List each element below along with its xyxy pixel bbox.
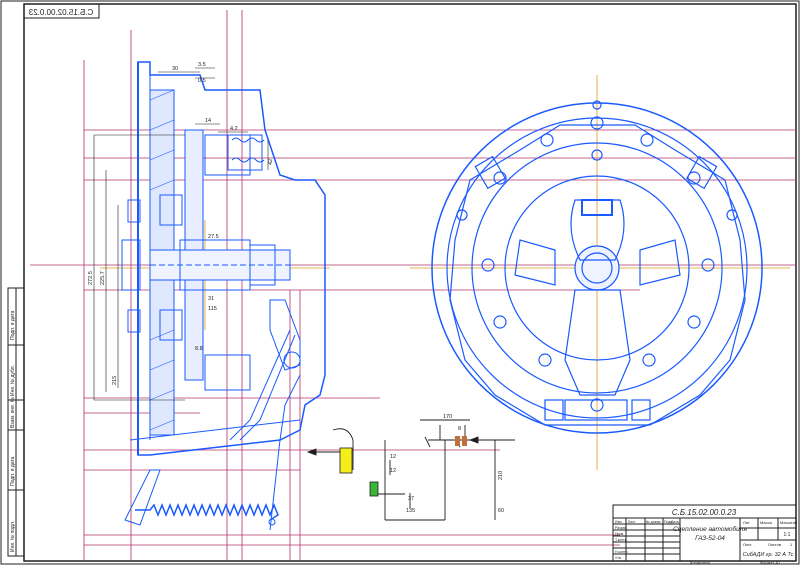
orange-element-2 xyxy=(462,436,467,446)
label-sheets: Листов xyxy=(768,542,781,547)
dim-115: 115 xyxy=(208,306,217,312)
dim-42: 42 xyxy=(268,159,274,165)
row-label-10: Утв. xyxy=(615,556,622,560)
format-label: Формат А1 xyxy=(760,560,781,565)
dim-225-7: 225.7 xyxy=(100,271,106,285)
row-label-4: Подп. xyxy=(664,520,673,524)
title-code: С.Б.15.02.00.0.23 xyxy=(672,508,737,517)
dim-215: 215 xyxy=(112,376,118,385)
label-mass: Масса xyxy=(760,520,773,525)
row-label-6: Разраб. xyxy=(615,526,628,530)
dim-60: 60 xyxy=(498,508,504,514)
row-label-2: Лист xyxy=(628,520,636,524)
label-lit: Лит xyxy=(743,520,750,525)
dim-135: 135 xyxy=(406,508,415,514)
dim-210: 210 xyxy=(498,471,504,480)
sheets-value: 1 xyxy=(790,542,793,547)
side-strip xyxy=(7,287,25,557)
org-name: СибАДИ гр. 32 А Тс xyxy=(743,552,794,558)
dim-170: 170 xyxy=(443,414,452,420)
dim-8-8: 8.8 xyxy=(195,346,203,352)
clutch-section-view xyxy=(121,61,326,531)
kinematic-schematic xyxy=(306,419,515,521)
row-label-1: Изм xyxy=(615,520,622,524)
title-name-line2: ГАЗ-52-04 xyxy=(695,535,725,542)
dim-272-5: 272.5 xyxy=(88,271,94,285)
axis-lines xyxy=(30,10,796,560)
row-label-3: № докум. xyxy=(646,520,661,524)
dim-31: 31 xyxy=(208,296,214,302)
dim-12-a: 12 xyxy=(390,454,396,460)
label-sheet: Лист xyxy=(743,542,752,547)
side-label-2: Инв. № дубл. xyxy=(10,365,16,396)
side-label-3: Взам. инв. № xyxy=(10,397,16,428)
clutch-front-view xyxy=(431,100,763,434)
dim-27-5: 27.5 xyxy=(208,234,219,240)
dim-8: 8 xyxy=(458,426,461,432)
dim-0-5: 0.5 xyxy=(198,78,206,84)
dim-30: 30 xyxy=(172,66,178,72)
side-label-1: Подп. и дата xyxy=(10,310,16,340)
label-scale: Масштаб xyxy=(780,520,798,525)
copied-label: Копировал xyxy=(690,560,711,565)
dim-37: 37 xyxy=(408,496,414,502)
dim-3-5: 3.5 xyxy=(198,62,206,68)
title-name-line1: Сцепление автомобиля xyxy=(673,525,747,533)
side-label-5: Инв. № подл. xyxy=(10,521,16,552)
dimension-lines xyxy=(93,67,269,401)
mirrored-code: С.Б.15.02.00.0.23 xyxy=(28,8,93,17)
green-element xyxy=(369,481,379,497)
title-block xyxy=(612,504,797,562)
scale-value: 1:1 xyxy=(784,532,791,538)
row-label-9: Н.контр. xyxy=(615,550,628,554)
row-label-5: Дата xyxy=(671,520,679,524)
side-label-4: Подп. и дата xyxy=(10,456,16,486)
row-label-8: Т.контр. xyxy=(615,538,628,542)
row-label-7: Пров. xyxy=(615,532,624,536)
dim-12-b: 12 xyxy=(390,468,396,474)
dim-4-2: 4.2 xyxy=(230,126,238,132)
yellow-element xyxy=(339,447,353,474)
dim-14: 14 xyxy=(205,118,211,124)
orange-element-1 xyxy=(455,436,460,446)
